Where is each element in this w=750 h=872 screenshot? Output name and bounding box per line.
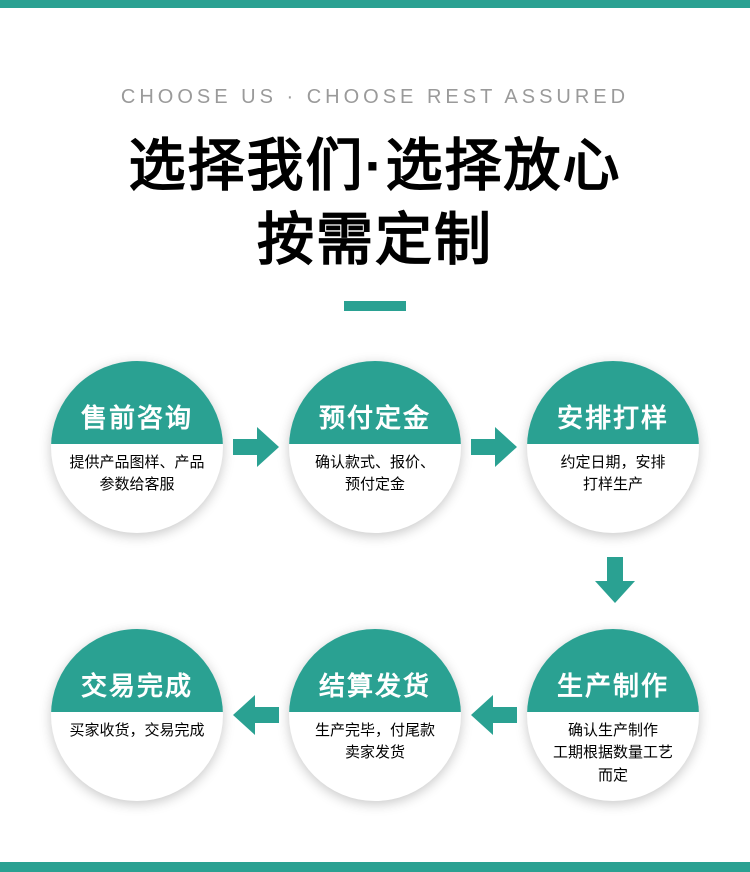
step-circle-top: 结算发货 <box>289 629 461 712</box>
header: CHOOSE US · CHOOSE REST ASSURED 选择我们·选择放… <box>0 8 750 312</box>
arrow-left-icon <box>471 695 517 736</box>
title-underline <box>344 301 406 312</box>
arrow-head <box>257 427 279 468</box>
arrow-shaft <box>607 557 623 584</box>
step-desc: 约定日期，安排 打样生产 <box>560 453 666 494</box>
step-desc: 确认生产制作 工期根据数量工艺 而定 <box>552 721 673 784</box>
step-circle-presales: 售前咨询 提供产品图样、产品 参数给客服 <box>51 361 223 534</box>
step-circle-body: 约定日期，安排 打样生产 <box>527 444 699 533</box>
page-title: 选择我们·选择放心 按需定制 <box>0 129 750 277</box>
process-flow-diagram: 售前咨询 提供产品图样、产品 参数给客服 预付定金 确认款式、报价、 预付定金 <box>0 361 750 802</box>
arrow-shaft <box>491 707 517 724</box>
arrow-left-icon <box>233 695 279 736</box>
arrow-head <box>595 581 635 604</box>
header-eyebrow: CHOOSE US · CHOOSE REST ASSURED <box>120 86 630 108</box>
bottom-accent-bar <box>0 862 750 872</box>
step-circle-sampling: 安排打样 约定日期，安排 打样生产 <box>527 361 699 534</box>
step-title: 生产制作 <box>556 670 669 701</box>
flow-connector-row <box>0 533 750 629</box>
title-line-1: 选择我们·选择放心 <box>128 134 622 198</box>
step-circle-body: 确认生产制作 工期根据数量工艺 而定 <box>527 712 699 801</box>
step-title: 安排打样 <box>556 402 669 433</box>
step-desc: 提供产品图样、产品 参数给客服 <box>69 453 205 494</box>
step-title: 结算发货 <box>318 670 431 701</box>
step-circle-body: 生产完毕，付尾款 卖家发货 <box>289 712 461 801</box>
step-desc: 生产完毕，付尾款 卖家发货 <box>314 721 435 762</box>
step-title: 售前咨询 <box>80 402 193 433</box>
step-circle-production: 生产制作 确认生产制作 工期根据数量工艺 而定 <box>527 629 699 802</box>
arrow-right-icon <box>233 427 279 468</box>
step-circle-body: 买家收货，交易完成 <box>51 712 223 801</box>
arrow-head <box>471 695 493 736</box>
step-circle-top: 交易完成 <box>51 629 223 712</box>
flow-row-2: 生产制作 确认生产制作 工期根据数量工艺 而定 结算发货 生产完毕，付尾款 卖家… <box>0 629 750 802</box>
flow-row-1: 售前咨询 提供产品图样、产品 参数给客服 预付定金 确认款式、报价、 预付定金 <box>0 361 750 534</box>
title-line-2: 按需定制 <box>257 208 493 273</box>
arrow-shaft <box>253 707 279 724</box>
step-circle-complete: 交易完成 买家收货，交易完成 <box>51 629 223 802</box>
top-accent-bar <box>0 0 750 8</box>
step-circle-deposit: 预付定金 确认款式、报价、 预付定金 <box>289 361 461 534</box>
step-circle-top: 安排打样 <box>527 361 699 444</box>
step-circle-top: 生产制作 <box>527 629 699 712</box>
arrow-right-icon <box>471 427 517 468</box>
arrow-head <box>495 427 517 468</box>
step-circle-body: 提供产品图样、产品 参数给客服 <box>51 444 223 533</box>
step-desc: 确认款式、报价、 预付定金 <box>314 453 435 494</box>
arrow-shaft <box>471 439 497 456</box>
arrow-down-icon <box>595 557 635 605</box>
step-circle-top: 售前咨询 <box>51 361 223 444</box>
arrow-head <box>233 695 255 736</box>
arrow-shaft <box>233 439 259 456</box>
step-title: 交易完成 <box>80 670 193 701</box>
step-desc: 买家收货，交易完成 <box>69 721 205 739</box>
step-circle-settlement: 结算发货 生产完毕，付尾款 卖家发货 <box>289 629 461 802</box>
step-circle-body: 确认款式、报价、 预付定金 <box>289 444 461 533</box>
step-title: 预付定金 <box>318 402 431 433</box>
step-circle-top: 预付定金 <box>289 361 461 444</box>
